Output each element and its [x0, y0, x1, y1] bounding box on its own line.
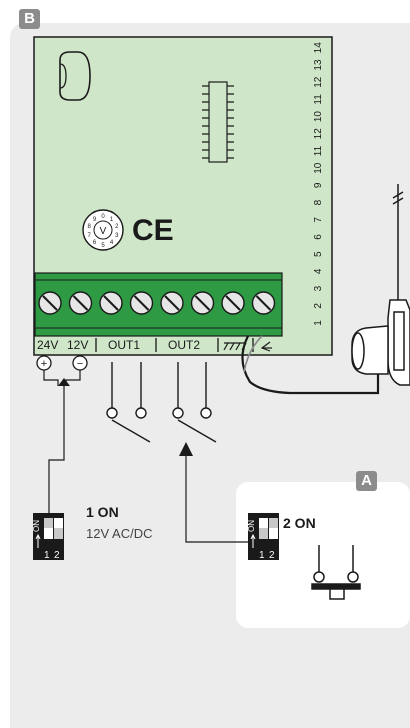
dial-digit-2: 2 [115, 224, 119, 230]
terminal-label-out2: OUT2 [168, 338, 200, 352]
terminal-label-12v: 12V [67, 338, 88, 352]
edge-number-12: 12 [313, 128, 324, 140]
minus-terminal-icon: − [72, 355, 88, 371]
dip-1-subtitle: 12V AC/DC [86, 526, 153, 541]
dip-2-on-text: ON [247, 520, 256, 532]
antenna-cable [241, 335, 380, 395]
dip-1-title: 1 ON [86, 504, 119, 520]
dip-switch-1: ON 1 2 [32, 513, 64, 561]
screw-slot-1 [42, 295, 58, 311]
plus-terminal-icon: + [36, 355, 52, 371]
dial-digit-1: 1 [110, 217, 114, 223]
edge-number-5: 5 [313, 251, 324, 257]
edge-number-15: 12 [313, 76, 324, 88]
dial-digit-8: 8 [88, 224, 92, 230]
screw-slot-6 [194, 295, 211, 311]
dip-1-on-text: ON [32, 520, 41, 532]
edge-number-2: 2 [313, 303, 324, 309]
dial-digit-5: 5 [101, 243, 105, 249]
dial-digit-4: 4 [110, 240, 114, 246]
ce-mark: CE [132, 214, 174, 247]
edge-number-14: 11 [313, 94, 324, 105]
dial-digit-3: 3 [115, 233, 119, 239]
out1-switch-contacts [106, 362, 151, 443]
svg-text:+: + [41, 358, 47, 370]
terminal-label-out1: OUT1 [108, 338, 140, 352]
screw-slot-2 [72, 295, 89, 311]
svg-text:−: − [77, 358, 83, 370]
dip-2-number-2: 2 [269, 550, 275, 561]
dial-digit-0: 0 [101, 214, 105, 220]
edge-number-9: 9 [313, 182, 324, 188]
dip-switch-2: ON 1 2 [247, 513, 279, 561]
dial-digit-7: 7 [88, 233, 92, 239]
dip-1-number-2: 2 [54, 550, 60, 561]
edge-number-11: 11 [313, 145, 324, 156]
sensor-component-icon [59, 51, 91, 101]
dial-digit-6: 6 [93, 240, 97, 246]
edge-number-8: 8 [313, 199, 324, 205]
screw-slot-4 [133, 295, 150, 311]
ic-chip-icon [202, 81, 234, 163]
terminal-screws [38, 291, 276, 315]
badge-b: B [19, 9, 40, 29]
dip-1-number-1: 1 [44, 550, 50, 561]
screw-slot-3 [103, 295, 119, 311]
screw-slot-7 [225, 295, 241, 311]
edge-number-17: 14 [313, 42, 324, 54]
terminal-labels: 24V 12V OUT1 OUT2 [37, 338, 272, 352]
dial-center-label: V [100, 226, 107, 237]
antenna-symbol-icon [260, 341, 272, 352]
screw-slot-8 [255, 295, 272, 311]
out2-switch-contacts [172, 362, 217, 443]
dial-digit-9: 9 [93, 217, 97, 223]
arrow-up-icon-2 [179, 442, 193, 456]
edge-number-10: 10 [313, 162, 324, 174]
dip-2-number-1: 1 [259, 550, 265, 561]
edge-number-4: 4 [313, 268, 324, 274]
edge-number-1: 1 [313, 320, 324, 326]
dip-2-title: 2 ON [283, 515, 316, 531]
badge-a: A [356, 471, 377, 491]
edge-number-16: 13 [313, 59, 324, 71]
push-button-icon [311, 545, 361, 600]
edge-number-3: 3 [313, 285, 324, 291]
edge-number-13: 10 [313, 111, 324, 123]
screw-slot-5 [164, 295, 180, 311]
edge-number-6: 6 [313, 234, 324, 240]
antenna-device-icon [351, 184, 410, 386]
arrow-up-icon [58, 378, 70, 386]
edge-number-7: 7 [313, 217, 324, 223]
terminal-label-24v: 24V [37, 338, 58, 352]
